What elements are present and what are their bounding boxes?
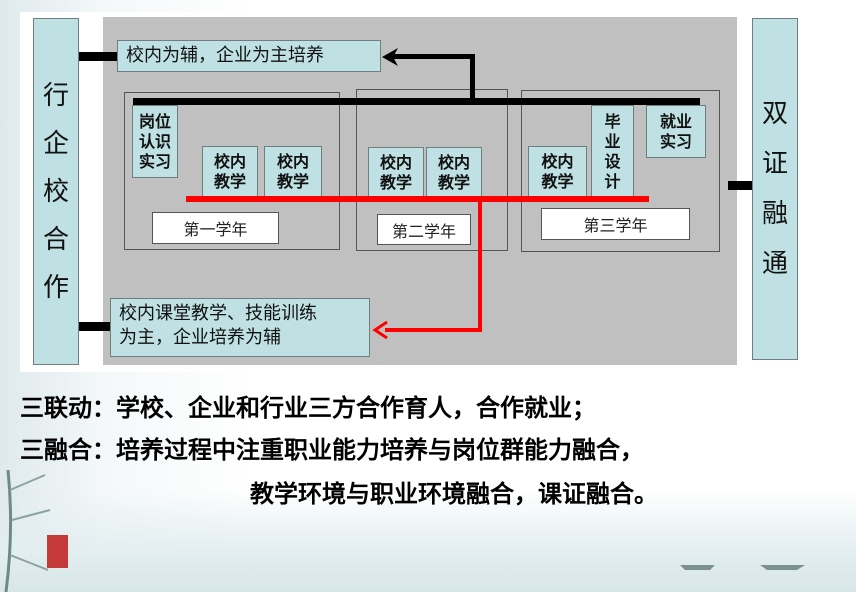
t: 就业 [659, 111, 692, 131]
enterprise-arrow-stem [470, 54, 475, 100]
char: 证 [761, 149, 788, 179]
red-arrowhead-icon [372, 320, 388, 340]
t: 实习 [659, 131, 692, 151]
campus-teaching: 校内教学 [202, 146, 258, 198]
t: 计 [604, 171, 621, 191]
t: 校内 [541, 152, 574, 171]
t: 校内 [437, 152, 470, 172]
campus-arrow-shaft [385, 328, 482, 332]
char: 作 [42, 272, 69, 303]
connector-right [728, 181, 752, 190]
ink-landscape-decoration [0, 490, 856, 592]
bottom-label-line: 校内课堂教学、技能训练 [119, 303, 317, 324]
char: 校 [42, 176, 69, 207]
connector-bottom-left [79, 322, 110, 331]
year3-frame [521, 90, 720, 252]
char: 通 [761, 249, 788, 279]
bottom-label-line: 为主，企业培养为辅 [119, 327, 281, 348]
t: 教学 [276, 172, 309, 191]
t: 毕 [604, 111, 621, 131]
campus-line [186, 196, 649, 202]
year1-label: 第一学年 [152, 212, 279, 244]
t: 教学 [213, 172, 246, 191]
char: 双 [761, 99, 788, 129]
t: 教学 [379, 172, 412, 192]
t: 认识 [138, 131, 171, 151]
campus-teaching: 校内教学 [528, 146, 587, 198]
campus-teaching: 校内教学 [426, 147, 482, 198]
black-arrowhead-icon [382, 48, 398, 66]
seal-stamp [47, 535, 68, 568]
campus-teaching: 校内教学 [368, 147, 424, 198]
t: 教学 [541, 172, 574, 191]
year2-frame [356, 89, 508, 251]
char: 企 [42, 128, 69, 159]
three-integrations-text: 三融合：培养过程中注重职业能力培养与岗位群能力融合， [20, 436, 644, 464]
year1-frame [124, 92, 340, 250]
t: 校内 [213, 152, 246, 171]
t: 校内 [276, 152, 309, 171]
three-integrations-text-cont: 教学环境与职业环境融合，课证融合。 [250, 480, 658, 508]
t: 校内 [379, 152, 412, 172]
employment-internship: 就业实习 [646, 105, 706, 158]
year2-label: 第二学年 [377, 214, 471, 245]
top-label-box: 校内为辅，企业为主培养 [117, 40, 381, 72]
graduation-design: 毕业设计 [591, 105, 634, 198]
char: 行 [42, 80, 69, 111]
year3-label: 第三学年 [541, 208, 690, 240]
bamboo-decoration-icon [4, 470, 51, 592]
connector-top-left [79, 52, 117, 61]
job-awareness-internship: 岗位认识实习 [132, 105, 178, 178]
three-linkages-text: 三联动：学校、企业和行业三方合作育人，合作就业； [20, 394, 596, 422]
char: 合 [42, 224, 69, 255]
t: 业 [604, 131, 621, 151]
enterprise-arrow-shaft [392, 54, 474, 59]
bottom-label-box: 校内课堂教学、技能训练 为主，企业培养为辅 [110, 298, 370, 357]
t: 设 [604, 151, 621, 171]
industry-enterprise-school-box: 行 企 校 合 作 [33, 18, 79, 365]
t: 实习 [138, 151, 171, 171]
char: 融 [761, 199, 788, 229]
dual-certificate-box: 双 证 融 通 [752, 18, 798, 360]
boats-decoration-icon [680, 565, 805, 570]
campus-teaching: 校内教学 [264, 146, 322, 198]
t: 岗位 [138, 111, 171, 131]
campus-arrow-stem [478, 198, 482, 332]
enterprise-line [133, 98, 700, 105]
t: 教学 [437, 172, 470, 192]
